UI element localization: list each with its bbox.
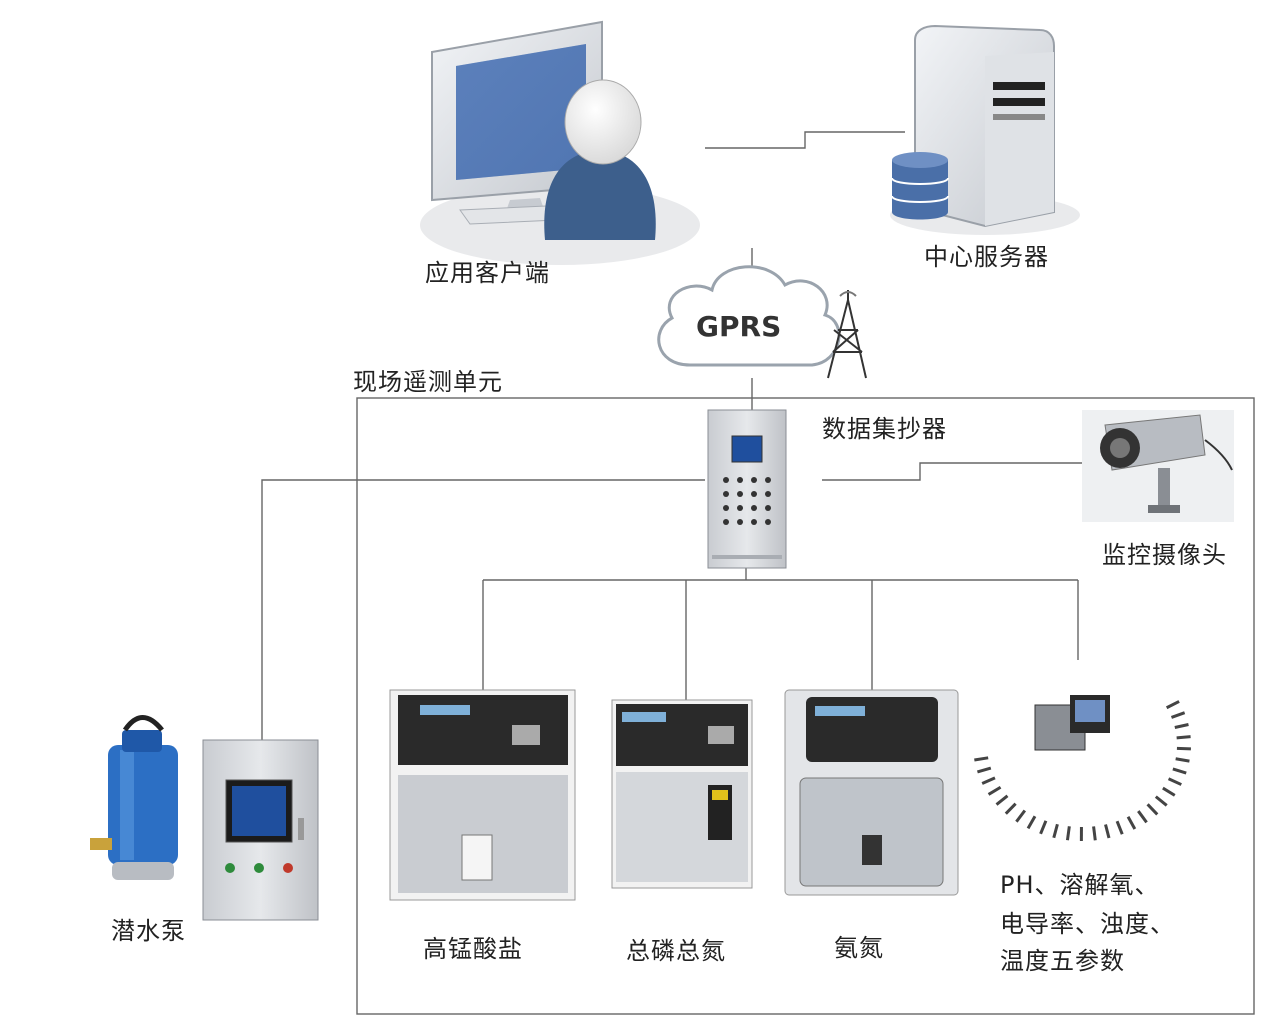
line-collector-pump-cabinet	[261, 479, 705, 740]
camera-icon	[1082, 410, 1234, 522]
ammonia-label: 氨氮	[834, 934, 884, 962]
ammonia-analyzer-icon	[784, 689, 959, 896]
collector-button-icon	[737, 477, 743, 483]
collector-button-icon	[723, 519, 729, 525]
sensor-probe-icon	[1165, 700, 1180, 710]
sensor-probe-icon	[1176, 735, 1191, 740]
client-label: 应用客户端	[425, 259, 550, 287]
five-param-sensors-icon	[974, 695, 1191, 842]
line-client-server	[705, 131, 905, 149]
collector-button-icon	[723, 477, 729, 483]
collector-button-icon	[737, 519, 743, 525]
collector-button-icon	[737, 491, 743, 497]
sensor-probe-icon	[1146, 803, 1159, 816]
collector-button-icon	[751, 477, 757, 483]
sensor-probe-icon	[987, 785, 1002, 796]
collector-label: 数据集抄器	[822, 415, 947, 443]
collector-button-icon	[765, 477, 771, 483]
line-collector-camera	[822, 462, 1082, 481]
field-unit-label: 现场遥测单元	[353, 368, 503, 396]
sensor-probe-icon	[1026, 815, 1037, 830]
tp-tn-analyzer-icon	[611, 699, 753, 889]
sensor-probe-icon	[1126, 815, 1137, 830]
sensor-probe-icon	[1004, 802, 1017, 815]
tp-tn-label: 总磷总氮	[626, 937, 726, 965]
five-params-label-1: PH、溶解氧、	[1000, 871, 1160, 899]
collector-cabinet-icon	[707, 409, 787, 569]
pump-label: 潜水泵	[111, 917, 186, 945]
collector-button-icon	[751, 491, 757, 497]
sensor-probe-icon	[1104, 824, 1111, 839]
sensor-probe-icon	[1065, 826, 1071, 841]
sensor-probe-icon	[1170, 711, 1186, 719]
permanganate-analyzer-icon	[389, 689, 576, 901]
database-icon	[891, 152, 949, 220]
collector-button-icon	[723, 491, 729, 497]
antenna-tower-icon	[827, 290, 867, 379]
field-unit-frame	[356, 397, 1255, 1015]
sensor-probe-icon	[1052, 823, 1059, 839]
sensor-probe-icon	[976, 766, 992, 774]
sensor-probe-icon	[995, 794, 1009, 806]
sensor-probe-icon	[1172, 767, 1187, 775]
collector-button-icon	[751, 505, 757, 511]
collector-button-icon	[765, 491, 771, 497]
sensor-probe-icon	[1092, 826, 1097, 841]
gprs-cloud-icon	[657, 265, 841, 367]
pump-icon	[90, 715, 178, 880]
camera-label: 监控摄像头	[1102, 541, 1227, 569]
collector-button-icon	[723, 505, 729, 511]
collector-button-icon	[737, 505, 743, 511]
sensor-probe-icon	[1154, 795, 1168, 807]
sensor-probe-icon	[1167, 777, 1182, 786]
gprs-label: GPRS	[696, 310, 782, 343]
sensor-probe-icon	[1115, 820, 1124, 835]
collector-button-icon	[751, 519, 757, 525]
collector-button-icon	[765, 505, 771, 511]
connection-lines	[261, 131, 1082, 740]
sensor-probe-icon	[1175, 757, 1190, 763]
permanganate-label: 高锰酸盐	[423, 935, 523, 963]
sensor-probe-icon	[981, 776, 996, 785]
five-params-label-2: 电导率、浊度、	[1000, 910, 1175, 938]
sensor-probe-icon	[1176, 746, 1191, 751]
sensor-probe-icon	[1015, 809, 1027, 823]
pump-control-cabinet-icon	[202, 739, 319, 921]
sensor-probe-icon	[1137, 810, 1148, 824]
five-params-label-3: 温度五参数	[1000, 947, 1125, 975]
sensor-probe-icon	[1039, 820, 1048, 835]
server-label: 中心服务器	[924, 243, 1049, 271]
sensor-probe-icon	[1174, 723, 1189, 729]
collector-button-icon	[765, 519, 771, 525]
user-icon	[544, 79, 656, 240]
sensor-probe-icon	[1162, 786, 1176, 797]
sensor-probe-icon	[974, 756, 989, 762]
